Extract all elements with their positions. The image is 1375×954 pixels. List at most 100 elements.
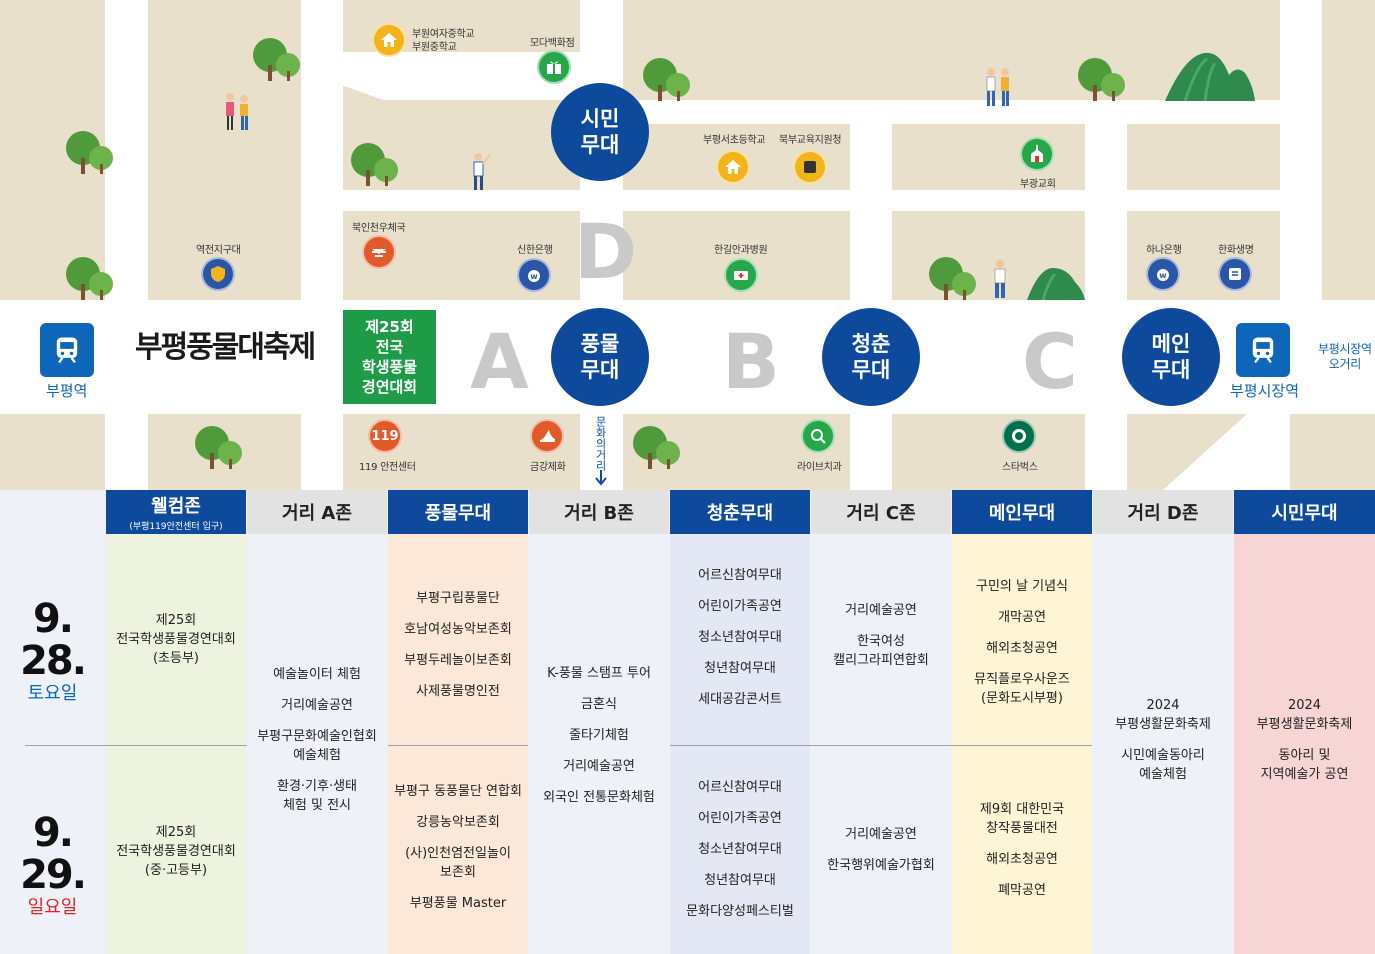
map-block xyxy=(892,124,1085,190)
program-item: 문화다양성페스티벌 xyxy=(686,903,794,919)
zone-c-column: 거리 C존 거리예술공연 한국여성 캘리그라피연합회 거리예술공연 한국행위예술… xyxy=(811,490,951,954)
bank-icon: w xyxy=(517,258,551,292)
header-title: 풍물무대 xyxy=(424,503,492,524)
program-cell: 제25회 전국학생풍물경연대회 (초등부) xyxy=(106,534,246,744)
program-item: 어린이가족공연 xyxy=(698,810,782,826)
svg-text:w: w xyxy=(1159,271,1167,280)
program-item: 해외초청공연 xyxy=(986,640,1058,656)
contest-label: 제25회 전국 학생풍물 경연대회 xyxy=(343,310,436,404)
program-item: 호남여성농악보존회 xyxy=(404,622,512,637)
program-item: 2024 부평생활문화축제 xyxy=(1115,698,1211,732)
program-item: 청소년참여무대 xyxy=(698,841,782,857)
program-item: 개막공연 xyxy=(998,609,1046,625)
date-label: 9. 28. xyxy=(20,595,87,684)
program-item: 거리예술공연 xyxy=(845,827,917,842)
zone-a-column: 거리 A존 예술놀이터 체험 거리예술공연 부평구문화예술인협회 예술체험 환경… xyxy=(247,490,387,954)
day-cell-sat: 9. 28. 토요일 xyxy=(0,560,105,740)
main-stage-column: 메인무대 구민의 날 기념식 개막공연 해외초청공연 뮤직플로우사운즈 (문화도… xyxy=(952,490,1092,954)
place-label: 북부교육지원청 xyxy=(779,135,842,146)
station-label: 부평역 xyxy=(46,382,88,400)
program-item: 제25회 전국학생풍물경연대회 (초등부) xyxy=(116,612,236,666)
post-office-icon xyxy=(362,235,396,269)
shoe-store-icon xyxy=(530,419,564,453)
program-cell: K-풍물 스탬프 투어 금혼식 줄타기체험 거리예술공연 외국인 전통문화체험 xyxy=(529,650,669,820)
place-label: 부원여자중학교 부원중학교 xyxy=(412,29,475,53)
place-label: 한화생명 xyxy=(1218,245,1254,256)
festival-logo: 부평풍물대축제 xyxy=(135,330,316,365)
main-stage-marker[interactable]: 메인 무대 xyxy=(1122,308,1220,406)
svg-text:w: w xyxy=(530,272,538,281)
program-cell: 2024 부평생활문화축제 시민예술동아리 예술체험 xyxy=(1093,680,1233,800)
day-divider xyxy=(25,745,247,746)
pungmul-stage-marker[interactable]: 풍물 무대 xyxy=(551,308,649,406)
program-cell: 거리예술공연 한국여성 캘리그라피연합회 xyxy=(811,580,951,690)
fire-station-icon: 119 xyxy=(368,419,402,453)
column-header: 웰컴존 (부평119안전센터 입구) xyxy=(106,490,246,534)
program-cell: 구민의 날 기념식 개막공연 해외초청공연 뮤직플로우사운즈 (문화도시부평) xyxy=(952,552,1092,732)
school-icon xyxy=(372,23,406,57)
map-block xyxy=(1322,0,1375,300)
person-illustration xyxy=(473,153,491,190)
tree-icon xyxy=(643,58,690,101)
program-item: 부평구문화예술인협회 예술체험 xyxy=(257,729,377,763)
column-header: 거리 B존 xyxy=(529,490,669,534)
program-item: 청소년참여무대 xyxy=(698,629,782,645)
person-illustration xyxy=(994,260,1006,298)
program-item: 뮤직플로우사운즈 (문화도시부평) xyxy=(974,671,1070,706)
day-cell-sun: 9. 29. 일요일 xyxy=(0,774,105,954)
program-item: 해외초청공연 xyxy=(986,852,1058,867)
header-title: 메인무대 xyxy=(988,503,1056,524)
map-block xyxy=(623,0,1280,100)
program-cell: 어르신참여무대 어린이가족공연 청소년참여무대 청년참여무대 세대공감콘서트 xyxy=(670,552,810,722)
tree-icon xyxy=(1078,58,1125,101)
program-item: 어르신참여무대 xyxy=(698,567,782,583)
program-cell: 거리예술공연 한국행위예술가협회 xyxy=(811,800,951,900)
program-item: 거리예술공연 xyxy=(845,602,917,618)
program-item: 제9회 대한민국 창작풍물대전 xyxy=(979,802,1065,836)
tree-icon xyxy=(195,426,242,469)
tree-icon xyxy=(253,38,300,81)
day-divider xyxy=(388,745,528,746)
place-label: 한길안과병원 xyxy=(714,245,768,256)
program-item: 환경·기후·생태 체험 및 전시 xyxy=(276,779,358,813)
people-illustration xyxy=(986,68,1009,106)
citizen-stage-column: 시민무대 2024 부평생활문화축제 동아리 및 지역예술가 공연 xyxy=(1234,490,1375,954)
program-item: 제25회 전국학생풍물경연대회 (중·고등부) xyxy=(116,824,236,878)
hospital-icon xyxy=(724,258,758,292)
column-header: 시민무대 xyxy=(1234,490,1375,534)
program-item: 폐막공연 xyxy=(998,883,1046,898)
arrow-down-icon xyxy=(595,470,607,486)
starbucks-icon xyxy=(1002,419,1036,453)
program-item: 한국여성 캘리그라피연합회 xyxy=(833,633,929,668)
station-label: 부평시장역 xyxy=(1230,382,1300,400)
header-title: 웰컴존 xyxy=(151,496,201,517)
police-icon xyxy=(201,257,235,291)
youth-stage-marker[interactable]: 청춘 무대 xyxy=(822,308,920,406)
place-label: 금강제화 xyxy=(530,462,566,473)
program-item: 구민의 날 기념식 xyxy=(976,578,1068,594)
junction-label: 부평시장역 오거리 xyxy=(1318,342,1372,371)
citizen-stage-marker[interactable]: 시민 무대 xyxy=(551,83,649,181)
weekday-label: 토요일 xyxy=(27,682,78,704)
zone-b-column: 거리 B존 K-풍물 스탬프 투어 금혼식 줄타기체험 거리예술공연 외국인 전… xyxy=(529,490,669,954)
program-item: 세대공감콘서트 xyxy=(698,691,782,707)
schedule-table: 9. 28. 토요일 9. 29. 일요일 웰컴존 (부평119안전센터 입구)… xyxy=(0,490,1375,954)
place-label: 부평서초등학교 xyxy=(703,135,766,146)
zone-letter-c: C xyxy=(1022,317,1078,406)
program-cell: 제25회 전국학생풍물경연대회 (중·고등부) xyxy=(106,746,246,954)
program-item: 거리예술공연 xyxy=(281,698,353,713)
day-column: 9. 28. 토요일 9. 29. 일요일 xyxy=(0,490,105,954)
tree-icon xyxy=(66,131,113,174)
place-label: 부광교회 xyxy=(1020,179,1056,190)
welcome-zone-column: 웰컴존 (부평119안전센터 입구) 제25회 전국학생풍물경연대회 (초등부)… xyxy=(106,490,246,954)
program-item: 청년참여무대 xyxy=(704,660,776,676)
church-icon xyxy=(1020,137,1054,171)
zone-letter-a: A xyxy=(470,317,529,406)
program-item: 청년참여무대 xyxy=(704,872,776,888)
department-store-icon xyxy=(537,50,571,84)
tree-icon xyxy=(351,143,398,186)
program-item: 동아리 및 지역예술가 공연 xyxy=(1260,748,1349,782)
people-illustration xyxy=(226,93,248,130)
date-label: 9. 29. xyxy=(20,809,87,898)
map-block xyxy=(1127,124,1280,190)
